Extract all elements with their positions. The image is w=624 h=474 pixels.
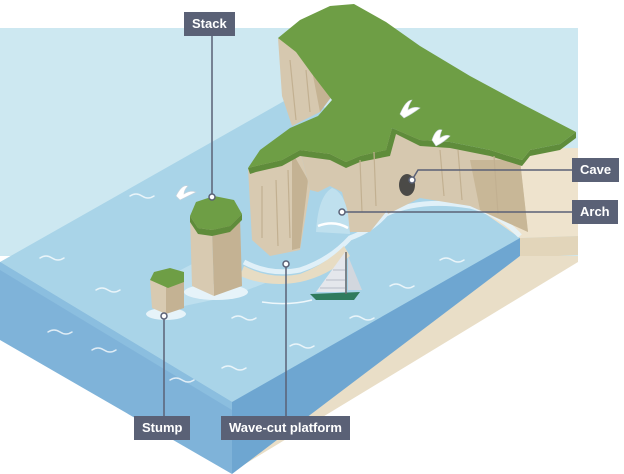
sailboat — [261, 252, 362, 305]
headland-grass — [248, 4, 576, 168]
stack-grass — [190, 196, 242, 230]
seagull-3 — [431, 129, 451, 147]
stack-front — [190, 216, 214, 296]
seagulls — [175, 99, 451, 201]
stump-grass — [150, 268, 184, 288]
cliff-strata — [261, 59, 499, 247]
boat-hull — [310, 292, 360, 300]
platform-sand — [240, 246, 350, 284]
wave-marks — [39, 193, 465, 383]
stack-side — [212, 216, 242, 296]
arch-opening-foam — [317, 222, 349, 230]
arch-opening — [316, 188, 350, 234]
seagull-2 — [399, 99, 421, 119]
platform-label: Wave-cut platform — [221, 416, 350, 440]
arch-pillar-shadow — [292, 152, 308, 250]
leader-lines — [160, 36, 572, 416]
sea-front-right — [232, 238, 520, 474]
boat-wake — [261, 299, 313, 305]
boat-jib — [348, 256, 362, 290]
arch-label: Arch — [572, 200, 618, 224]
boat-mainsail — [316, 252, 345, 292]
stump-side — [166, 280, 184, 314]
stump — [146, 268, 186, 320]
stack-label: Stack — [184, 12, 235, 36]
cave-label: Cave — [572, 158, 620, 182]
stack — [184, 196, 248, 300]
beach-side — [520, 236, 578, 258]
cave-leader — [411, 169, 572, 181]
headland — [248, 4, 576, 256]
seagull-1 — [175, 185, 197, 201]
sea-front-shade — [0, 262, 232, 410]
stump-front — [150, 280, 166, 314]
stack-grass-edge — [190, 214, 242, 236]
headland-grass-edge — [248, 128, 576, 174]
stump-label: Stump — [134, 416, 191, 440]
cliff-right-shadow — [470, 160, 528, 232]
